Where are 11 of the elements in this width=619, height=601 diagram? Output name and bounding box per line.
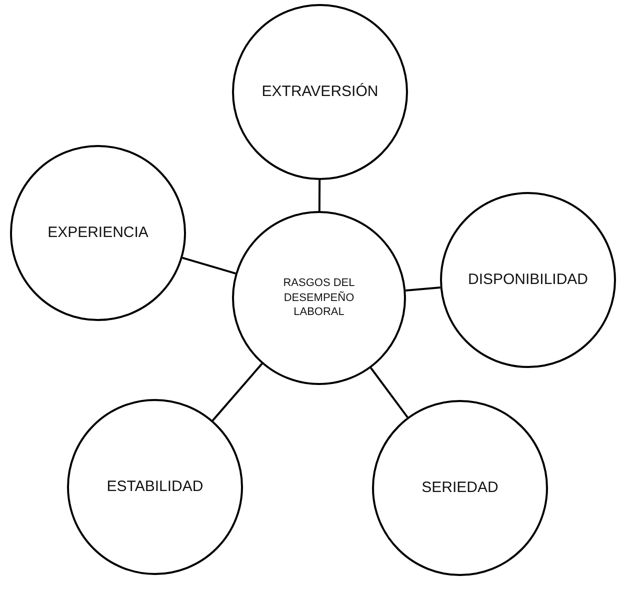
connector-line — [212, 363, 263, 422]
connector-line — [370, 367, 408, 418]
node-label: EXTRAVERSIÓN — [260, 82, 380, 102]
node-label: EXPERIENCIA — [46, 222, 150, 243]
connector-line — [182, 256, 236, 274]
node-label: SERIEDAD — [420, 478, 500, 498]
node-label: ESTABILIDAD — [106, 476, 204, 497]
node-label: DISPONIBILIDAD — [466, 270, 590, 290]
connector-line — [318, 180, 321, 211]
node-label: RASGOS DEL DESEMPEÑO LABORAL — [282, 276, 356, 320]
connector-line — [406, 286, 440, 292]
